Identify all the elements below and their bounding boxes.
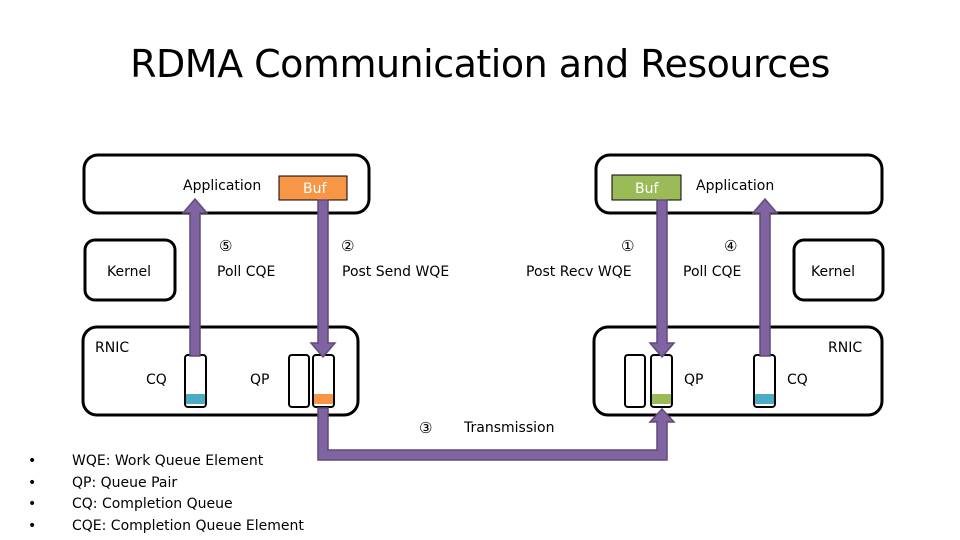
left-buf-box: [278, 175, 348, 201]
right-qp-send-queue: [624, 354, 646, 408]
slide-title: RDMA Communication and Resources: [130, 42, 830, 86]
right-recv-wqe-entry: [652, 394, 671, 404]
step-4-number: ④: [724, 237, 737, 255]
acronym-legend: WQE: Work Queue Element QP: Queue Pair C…: [28, 451, 304, 537]
legend-item: WQE: Work Queue Element: [28, 451, 304, 473]
left-cq-label: CQ: [146, 372, 167, 388]
right-application-label: Application: [696, 178, 774, 194]
step-1-number: ①: [621, 237, 634, 255]
right-kernel-box: [792, 238, 885, 302]
left-kernel-box: [83, 238, 177, 302]
right-rnic-label: RNIC: [828, 340, 862, 356]
right-qp-label: QP: [684, 372, 703, 388]
left-kernel-label: Kernel: [107, 264, 151, 280]
step-5-label: Poll CQE: [217, 264, 275, 280]
step-3-label: Transmission: [463, 420, 554, 436]
right-post-recv-arrow: [648, 199, 676, 359]
legend-item: QP: Queue Pair: [28, 473, 304, 495]
right-poll-cqe-arrow: [751, 197, 779, 357]
legend-item: CQ: Completion Queue: [28, 494, 304, 516]
left-post-send-arrow: [309, 199, 337, 359]
left-rnic-label: RNIC: [95, 340, 129, 356]
left-poll-cqe-arrow: [181, 197, 209, 357]
left-cqe-entry: [186, 394, 205, 404]
step-3-number: ③: [419, 419, 432, 437]
right-cqe-entry: [755, 394, 774, 404]
legend-item: CQE: Completion Queue Element: [28, 516, 304, 538]
left-qp-label: QP: [250, 372, 269, 388]
transmission-arrow: [317, 407, 676, 461]
left-qp-recv-queue: [288, 354, 310, 408]
step-5-number: ⑤: [219, 237, 232, 255]
step-2-label: Post Send WQE: [342, 264, 449, 280]
right-cq-label: CQ: [787, 372, 808, 388]
left-buf-label: Buf: [303, 181, 327, 197]
right-buf-label: Buf: [635, 181, 659, 197]
step-2-number: ②: [341, 237, 354, 255]
right-kernel-label: Kernel: [811, 264, 855, 280]
left-send-wqe-entry: [314, 394, 333, 404]
right-buf-box: [611, 174, 682, 201]
left-application-label: Application: [183, 178, 261, 194]
step-1-label: Post Recv WQE: [526, 264, 632, 280]
step-4-label: Poll CQE: [683, 264, 741, 280]
